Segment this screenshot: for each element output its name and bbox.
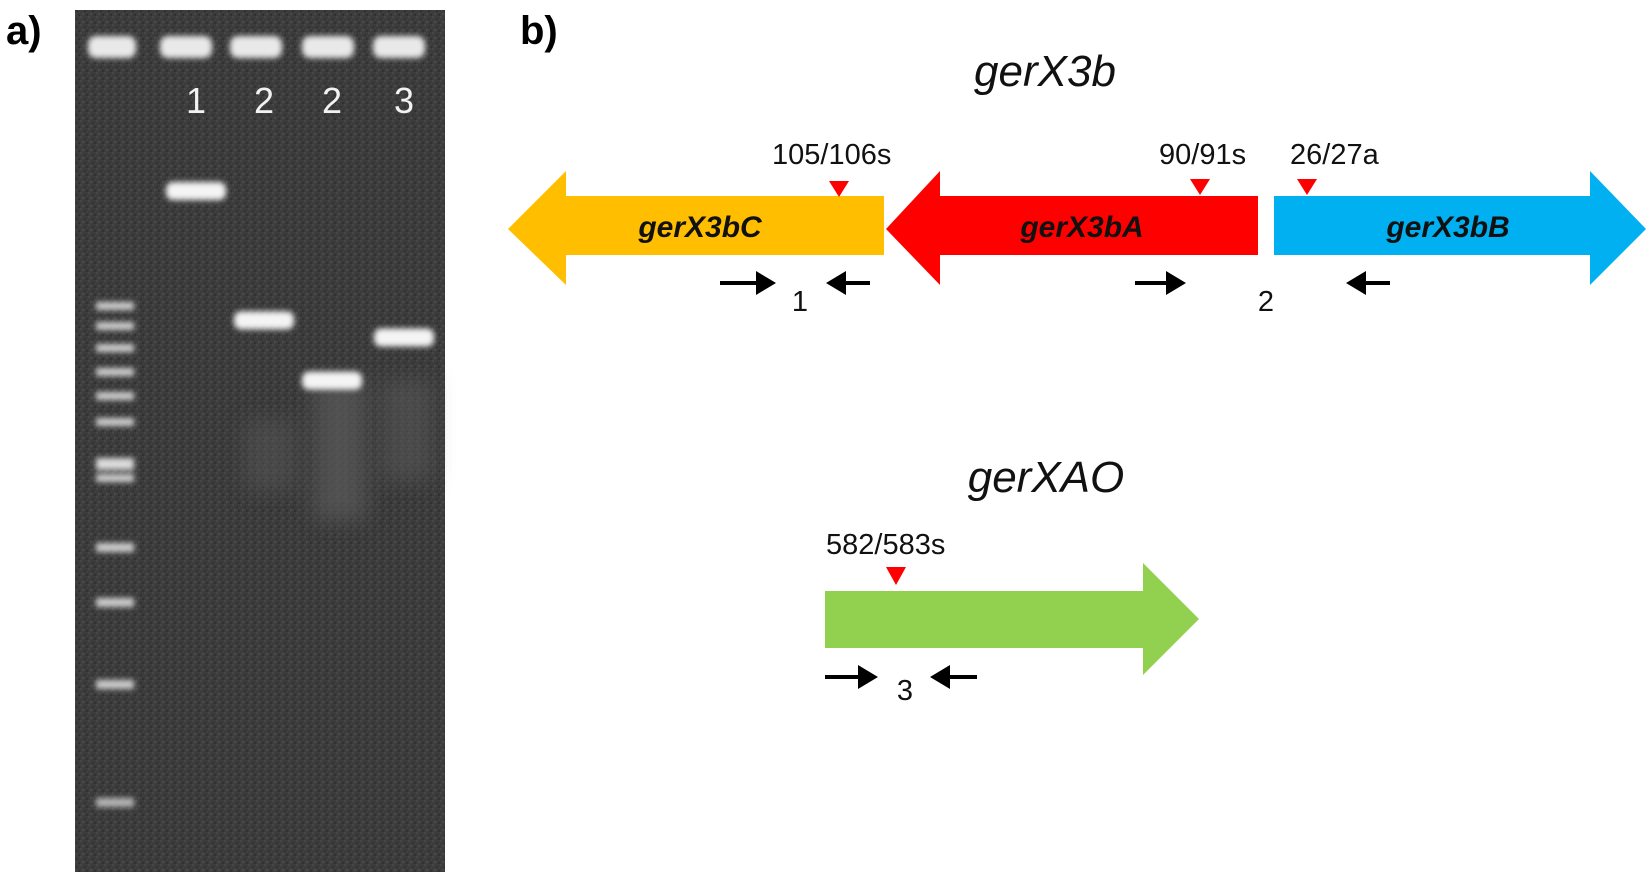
gene-label-gerX3bB: gerX3bB — [1385, 211, 1509, 244]
well — [373, 36, 425, 58]
primer-pair-1 — [720, 271, 870, 295]
site-marker — [1297, 179, 1317, 195]
smear — [245, 420, 295, 490]
primer-pair-2 — [1135, 271, 1390, 295]
lane-label-2a: 2 — [254, 80, 274, 121]
locus-title-gerXAO: gerXAO — [968, 453, 1125, 502]
well — [230, 36, 282, 58]
panel-a-label: a) — [6, 9, 42, 53]
primer-pair-3 — [825, 665, 977, 689]
ladder-band — [96, 598, 134, 607]
forward-primer-arrow — [720, 271, 776, 295]
site-marker — [1190, 179, 1210, 195]
gel-smears — [245, 380, 432, 520]
lane-label-3: 3 — [394, 80, 414, 121]
gel-band-lane-2 — [234, 311, 294, 330]
gel-wells — [88, 36, 425, 58]
ladder-band — [96, 458, 134, 470]
gel-band-lane-3 — [374, 328, 434, 347]
site-label-105-106s: 105/106s — [772, 139, 891, 171]
smear — [382, 380, 432, 480]
ladder-band — [96, 368, 134, 376]
gene-label-gerX3bA: gerX3bA — [1019, 211, 1143, 244]
site-marker — [886, 567, 906, 585]
gel-image: 1 2 2 3 — [75, 10, 445, 872]
site-label-26-27a: 26/27a — [1290, 139, 1380, 171]
sample-bands — [166, 182, 434, 390]
ladder-band — [96, 344, 134, 352]
ladder-band — [96, 302, 134, 310]
forward-primer-arrow — [1135, 271, 1186, 295]
ladder-band — [96, 680, 134, 689]
forward-primer-arrow — [825, 665, 878, 689]
ladder-band — [96, 322, 134, 330]
well — [302, 36, 354, 58]
lane-label-2b: 2 — [322, 80, 342, 121]
primer-label-2: 2 — [1258, 286, 1274, 318]
gel-band-lane-1 — [166, 182, 226, 201]
gene-arrow-gerXAO — [825, 563, 1199, 675]
gene-arrow-gerX3bA — [886, 171, 1258, 285]
primer-label-3: 3 — [897, 675, 913, 707]
well — [88, 36, 136, 58]
dna-ladder — [96, 302, 134, 807]
ladder-band — [96, 798, 134, 807]
primer-label-1: 1 — [792, 286, 808, 318]
site-label-90-91s: 90/91s — [1159, 139, 1246, 171]
gene-label-gerX3bC: gerX3bC — [637, 211, 763, 244]
locus-title-gerX3b: gerX3b — [974, 47, 1116, 96]
ladder-band — [96, 543, 134, 552]
site-label-582-583s: 582/583s — [826, 529, 945, 561]
panel-b-label: b) — [520, 9, 558, 53]
gene-arrow-gerX3bB — [1274, 171, 1646, 285]
ladder-band — [96, 392, 134, 400]
reverse-primer-arrow — [826, 271, 870, 295]
reverse-primer-arrow — [930, 665, 977, 689]
site-marker — [829, 181, 849, 197]
smear — [315, 380, 365, 520]
gene-arrow-gerX3bC — [508, 171, 884, 285]
well — [160, 36, 212, 58]
ladder-band — [96, 418, 134, 426]
reverse-primer-arrow — [1346, 271, 1390, 295]
gel-band-lane-2 — [302, 371, 362, 390]
ladder-band — [96, 474, 134, 482]
lane-label-1: 1 — [186, 80, 206, 121]
